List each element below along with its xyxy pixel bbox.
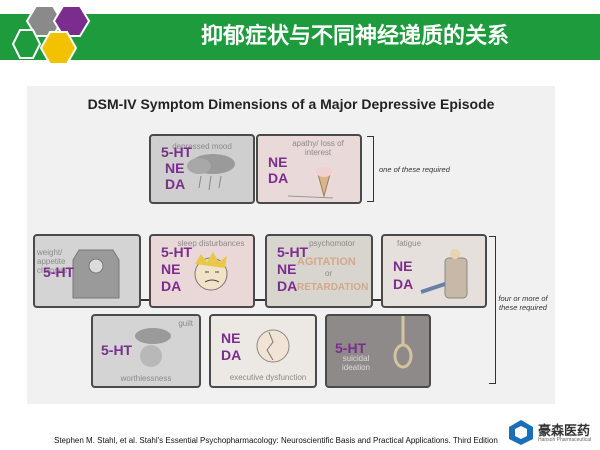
nt-label-5ht: 5-HT	[335, 340, 367, 356]
card-caption: depressed mood	[172, 142, 232, 151]
card-depressed-mood: depressed mood 5-HT NE DA	[149, 134, 255, 204]
citation: Stephen M. Stahl, et al. Stahl's Essenti…	[54, 436, 498, 445]
bracket-top	[367, 136, 374, 202]
card-caption: executive dysfunction	[229, 373, 307, 382]
ice-cream-icon	[287, 167, 334, 199]
card-executive: executive dysfunction NE DA	[209, 314, 317, 388]
card-apathy: apathy/ loss of interest NE DA	[256, 134, 362, 204]
nt-label-ne: NE	[165, 160, 185, 176]
nt-label-ne: NE	[221, 330, 241, 346]
bracket-bottom	[489, 236, 496, 384]
card-psychomotor: psychomotor AGITATION or RETARDATION 5-H…	[265, 234, 373, 308]
nt-label-5ht: 5-HT	[277, 244, 309, 260]
company-name-en: Hansoh Pharmaceutical	[538, 437, 592, 443]
hexagon-logo-icon	[11, 5, 91, 65]
nt-label-ne: NE	[393, 258, 413, 274]
retardation-text: RETARDATION	[297, 282, 369, 293]
card-caption: weight/ appetite changes	[37, 248, 68, 275]
nt-label-da: DA	[277, 278, 298, 294]
nt-label-5ht: 5-HT	[161, 244, 193, 260]
card-guilt: guilt worthlessness 5-HT	[91, 314, 201, 388]
cracked-head-icon	[256, 329, 290, 363]
note-one-required: one of these required	[379, 165, 450, 174]
nt-label-da: DA	[393, 276, 414, 292]
card-caption: suicidal ideation	[341, 354, 371, 372]
nt-label-da: DA	[221, 347, 242, 363]
figure-title: DSM-IV Symptom Dimensions of a Major Dep…	[87, 96, 495, 112]
card-sleep: sleep disturbances 5-HT NE DA	[149, 234, 255, 308]
nt-label-da: DA	[165, 176, 186, 192]
agitation-text: AGITATION	[297, 256, 356, 268]
nt-label-ne: NE	[268, 154, 288, 170]
nt-label-ne: NE	[277, 261, 297, 277]
dsm-figure: DSM-IV Symptom Dimensions of a Major Dep…	[27, 86, 555, 404]
scale-icon	[72, 249, 120, 299]
armchair-figure-icon	[420, 249, 468, 299]
nt-label-5ht: 5-HT	[43, 264, 75, 280]
header: 抑郁症状与不同神经递质的关系	[0, 0, 600, 65]
card-fatigue: fatigue NE DA	[381, 234, 487, 308]
card-caption: apathy/ loss of interest	[292, 139, 344, 157]
tired-face-icon	[194, 252, 228, 291]
nt-label-5ht: 5-HT	[101, 342, 133, 358]
slide-title: 抑郁症状与不同神经递质的关系	[200, 24, 509, 49]
cloud-head-icon	[135, 328, 171, 367]
note-four-required: four or more of these required	[498, 294, 548, 312]
card-caption: psychomotor	[309, 239, 355, 248]
nt-label-da: DA	[268, 170, 289, 186]
raincloud-icon	[187, 154, 235, 191]
nt-label-da: DA	[161, 278, 182, 294]
card-caption: guilt	[178, 319, 193, 328]
or-text: or	[325, 269, 333, 278]
card-caption-2: worthlessness	[120, 374, 172, 383]
card-caption: sleep disturbances	[177, 239, 245, 248]
noose-icon	[393, 316, 413, 369]
card-caption: fatigue	[397, 239, 422, 248]
nt-label-ne: NE	[161, 261, 181, 277]
company-logo-icon	[509, 420, 533, 445]
card-suicidal: suicidal ideation 5-HT	[325, 314, 431, 388]
card-weight: weight/ appetite changes 5-HT	[33, 234, 141, 308]
nt-label-5ht: 5-HT	[161, 144, 193, 160]
header-bar	[0, 14, 600, 60]
company-name: 豪森医药	[538, 424, 591, 439]
